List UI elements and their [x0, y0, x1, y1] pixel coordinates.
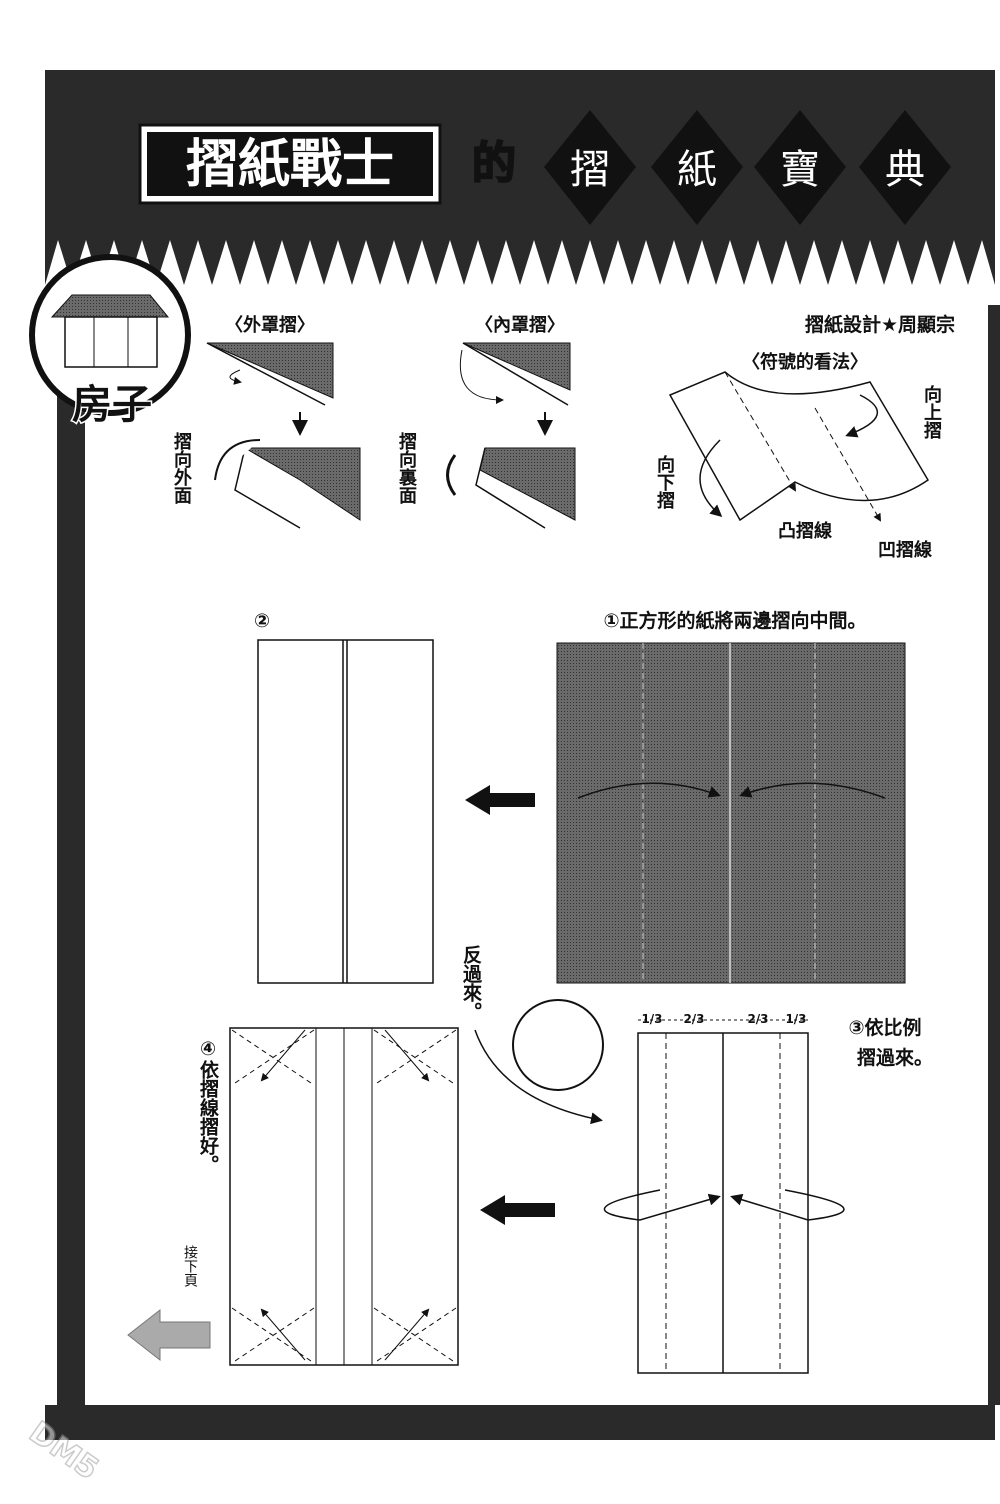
- logo: 摺紙戰士: [138, 123, 442, 205]
- left-arrow-icon: [465, 785, 535, 815]
- step1-label: ①正方形的紙將兩邊摺向中間。: [603, 609, 866, 632]
- diamond-3: 寶: [754, 110, 846, 225]
- outer-reverse-diagram: [206, 342, 361, 529]
- house-icon: [50, 294, 170, 368]
- step3-diagram: [603, 1032, 845, 1374]
- diamond-4: 典: [859, 110, 951, 225]
- turn-over-circle-icon: [512, 999, 604, 1091]
- fold-inward-label: 摺向裏面: [396, 432, 417, 504]
- mountain-line-label: 凸摺線: [778, 520, 832, 542]
- diamond-char: 典: [885, 147, 925, 193]
- diamond-2: 紙: [651, 110, 743, 225]
- fold-up-label: 向上摺: [921, 385, 942, 439]
- fraction-label: 1/3: [641, 1012, 662, 1026]
- step1-diagram: [556, 642, 906, 984]
- fraction-label: 2/3: [747, 1012, 768, 1026]
- step2-label: ②: [254, 610, 270, 632]
- step3-label-cont: 摺過來。: [857, 1046, 933, 1069]
- symbols-title: 〈符號的看法〉: [742, 351, 868, 373]
- diamond-char: 紙: [677, 147, 717, 193]
- step3-label: ③依比例: [848, 1016, 921, 1039]
- logo-text: 摺紙戰士: [186, 135, 394, 195]
- fold-outward-label: 摺向外面: [171, 432, 192, 504]
- turn-over-arrow-icon: [474, 1029, 603, 1125]
- left-border-bar: [57, 380, 85, 1405]
- designer-credit: 摺紙設計★周顯宗: [805, 313, 955, 336]
- curved-arrow-icon: [214, 439, 261, 481]
- outer-reverse-label: 〈外罩摺〉: [225, 314, 315, 336]
- model-name: 房子: [72, 381, 152, 428]
- bottom-border-bar: [45, 1405, 995, 1440]
- fraction-label: 1/3: [785, 1012, 806, 1026]
- next-page-arrow-icon[interactable]: [127, 1308, 211, 1362]
- step3-fractions: 1/3 2/3 2/3 1/3: [638, 1012, 808, 1026]
- fold-down-label: 向下摺: [654, 455, 675, 509]
- diamond-char: 摺: [570, 147, 610, 193]
- header-banner: 摺紙戰士 的 摺 紙 寶 典: [45, 70, 995, 285]
- inner-reverse-diagram: [446, 342, 576, 529]
- diamond-1: 摺: [544, 110, 636, 225]
- inner-reverse-label: 〈內罩摺〉: [475, 314, 565, 336]
- left-arrow-icon: [480, 1195, 555, 1225]
- connector-char: 的: [472, 138, 516, 189]
- diamond-char: 寶: [780, 147, 820, 193]
- fraction-label: 2/3: [683, 1012, 704, 1026]
- turn-over-label: 反過來。: [460, 945, 482, 1021]
- next-page-label: 接下頁: [182, 1245, 198, 1287]
- step2-diagram: [257, 639, 434, 984]
- valley-line-label: 凹摺線: [878, 539, 932, 561]
- step4-label: ④依摺線摺好。: [197, 1038, 219, 1174]
- step4-diagram: [229, 1027, 459, 1366]
- symbols-diagram: [668, 371, 930, 522]
- right-border-bar: [988, 305, 1000, 1405]
- model-badge: 房子: [29, 254, 191, 430]
- curved-arrow-icon: [446, 454, 457, 496]
